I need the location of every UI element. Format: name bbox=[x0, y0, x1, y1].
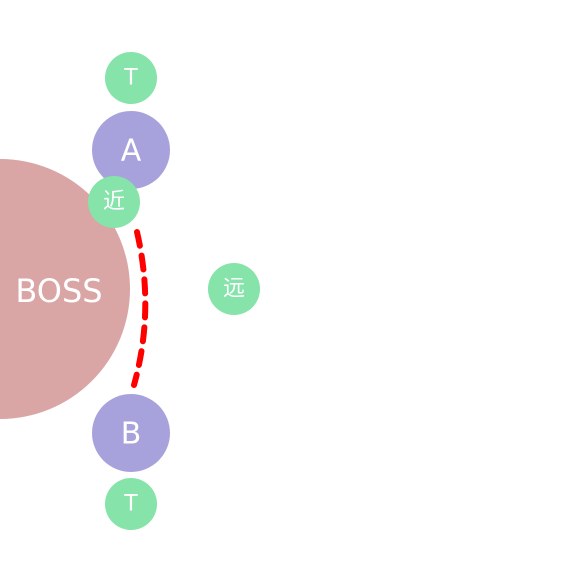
player-a-circle bbox=[92, 111, 170, 189]
player-a-node: A bbox=[92, 111, 170, 189]
far-circle bbox=[208, 263, 260, 315]
near-circle bbox=[88, 176, 140, 228]
tank-bottom-label: T bbox=[123, 492, 138, 517]
far-label: 远 bbox=[223, 277, 245, 302]
tank-top-circle bbox=[105, 52, 157, 104]
tank-bottom-circle bbox=[105, 478, 157, 530]
boss-node: BOSS bbox=[0, 159, 130, 419]
far-node: 远 bbox=[208, 263, 260, 315]
player-b-node: B bbox=[92, 394, 170, 472]
near-label: 近 bbox=[103, 190, 125, 215]
near-dashed-arc bbox=[131, 229, 149, 388]
player-a-label: A bbox=[121, 134, 142, 169]
near-node: 近 bbox=[88, 176, 140, 228]
tank-top-node: T bbox=[105, 52, 157, 104]
boss-circle bbox=[0, 159, 130, 419]
player-b-label: B bbox=[121, 417, 142, 452]
boss-label: BOSS bbox=[15, 272, 102, 310]
tank-top-label: T bbox=[123, 66, 138, 91]
player-b-circle bbox=[92, 394, 170, 472]
tank-bottom-node: T bbox=[105, 478, 157, 530]
